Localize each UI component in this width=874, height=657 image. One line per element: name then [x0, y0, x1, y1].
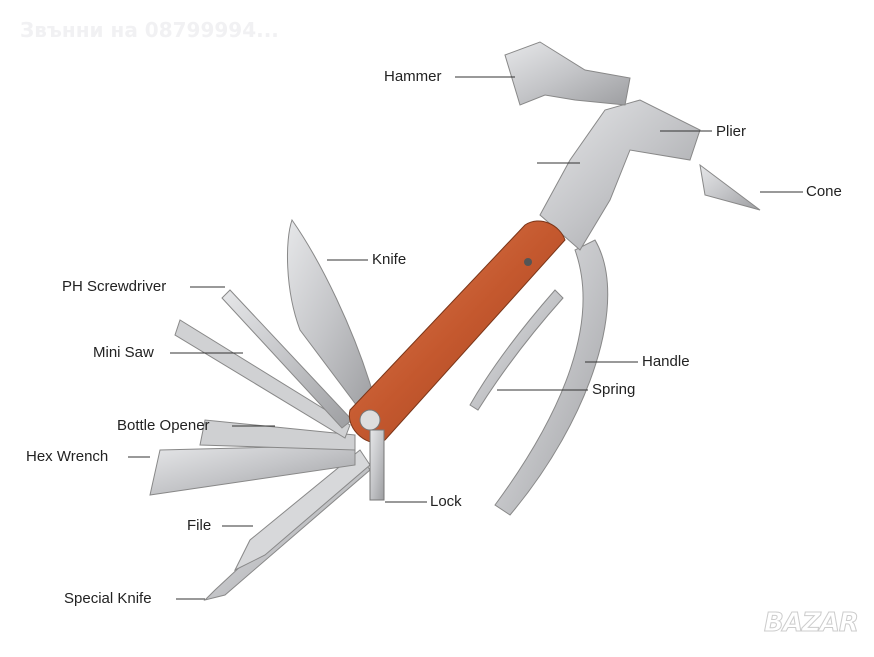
watermark-text: Звънни на 08799994... — [20, 18, 279, 42]
label-ph-screwdriver: PH Screwdriver — [62, 278, 167, 295]
file-blade — [233, 449, 371, 572]
label-hex-wrench: Hex Wrench — [26, 448, 109, 465]
bottle-opener-tool — [199, 419, 356, 451]
lock-pivot — [359, 409, 381, 431]
mini-saw-blade — [174, 319, 351, 439]
label-special-knife: Special Knife — [64, 590, 152, 607]
label-lock: Lock — [430, 493, 462, 510]
rivet — [524, 258, 532, 266]
label-plier: Plier — [716, 123, 747, 140]
label-hammer: Hammer — [384, 68, 442, 85]
label-file: File — [187, 517, 212, 534]
label-knife: Knife — [372, 251, 407, 268]
spring — [469, 289, 564, 411]
knife-blade — [287, 218, 376, 411]
lock — [369, 429, 385, 501]
wood-handle — [348, 220, 566, 444]
bazar-logo: BAZAR — [764, 608, 860, 639]
cone-tip — [699, 163, 761, 211]
label-bottle-opener: Bottle Opener — [117, 417, 210, 434]
label-spring: Spring — [592, 381, 636, 398]
ph-screwdriver-tool — [221, 289, 353, 429]
hex-wrench-tool — [149, 444, 356, 496]
label-mini-saw: Mini Saw — [93, 344, 154, 361]
leader-lines — [128, 76, 803, 600]
label-handle: Handle — [642, 353, 690, 370]
plier-head — [539, 99, 701, 251]
hammer-head — [504, 41, 631, 106]
label-cone: Cone — [806, 183, 842, 200]
handle-arm — [494, 239, 609, 516]
